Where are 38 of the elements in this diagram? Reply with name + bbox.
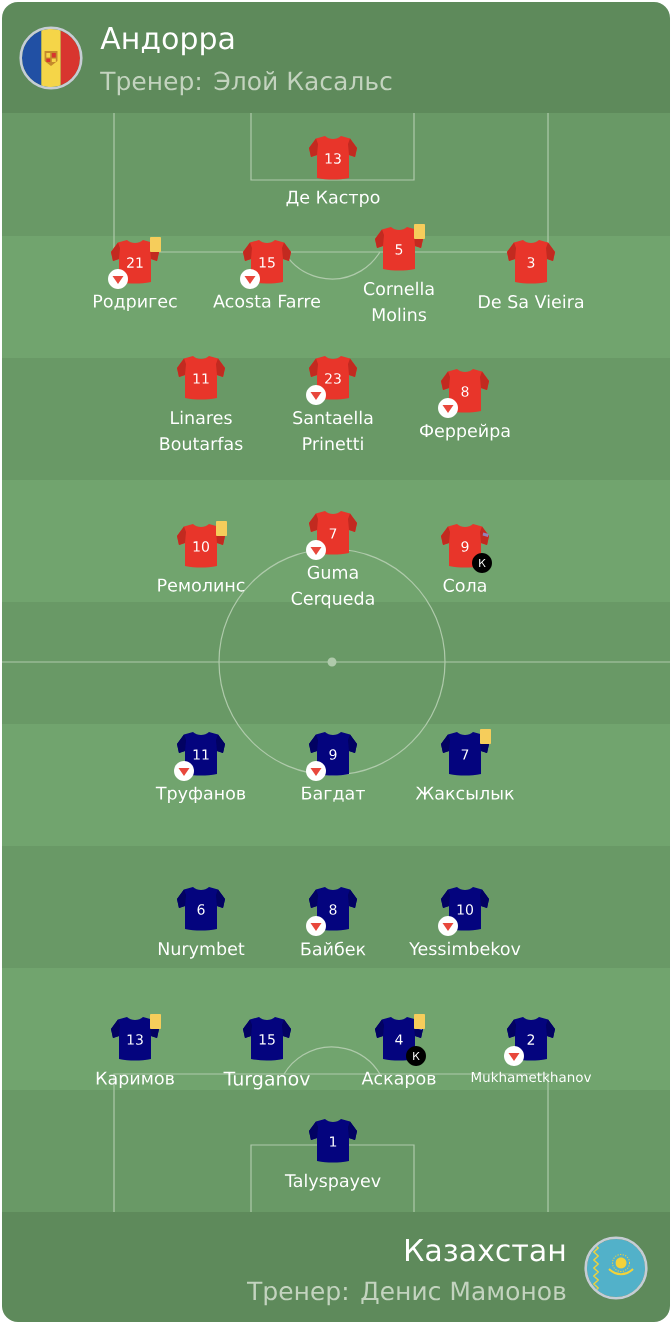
jersey: 5	[375, 227, 423, 271]
jersey: 10	[177, 524, 225, 568]
team-name: Андорра	[100, 27, 234, 56]
jersey: 6	[177, 887, 225, 931]
player-name: Acosta Farre	[213, 294, 321, 308]
jersey: 11	[177, 356, 225, 400]
player-name: Santaella Prinetti	[293, 410, 373, 451]
player-name: Труфанов	[155, 786, 246, 804]
player-name: Каримов	[96, 1071, 174, 1089]
player-name: Жаксылык	[415, 786, 514, 800]
player-name: Guma Cerqueda	[291, 565, 374, 609]
coach-name: Тренер: Элой Касальс	[100, 70, 392, 96]
player-name: Ремолинс	[158, 578, 245, 592]
jersey: 1	[309, 1119, 357, 1163]
player-name: Talyspayev	[284, 1173, 381, 1191]
player-name: Linares Boutarfas	[160, 410, 243, 451]
player-name: Байбек	[301, 941, 366, 956]
jersey: 15	[243, 1017, 291, 1061]
player-name: Аскаров	[361, 1071, 436, 1089]
team-name: Казахстан	[406, 1239, 565, 1262]
player-name: Turganov	[223, 1071, 310, 1090]
coach-name: Тренер: Денис Мамонов	[246, 1281, 566, 1306]
captain-badge: К	[472, 553, 492, 573]
player-name: Yessimbekov	[409, 941, 521, 956]
player-name: De Sa Vieira	[479, 294, 584, 309]
captain-badge: К	[406, 1046, 426, 1066]
jersey: 3	[507, 240, 555, 284]
player-name: Де Кастро	[286, 190, 380, 208]
jersey: 13	[309, 136, 357, 180]
jersey: 13	[111, 1017, 159, 1061]
player-name: Mukhametkhanov	[471, 1071, 592, 1083]
jersey: 7	[441, 732, 489, 776]
player-name: Nurymbet	[158, 941, 245, 959]
player-name: Родригес	[94, 294, 177, 312]
player-name: Феррейра	[420, 423, 510, 441]
player-name: Багдат	[302, 786, 365, 802]
player-name: Сола	[443, 578, 486, 592]
player-name: Cornella Molins	[363, 281, 434, 322]
